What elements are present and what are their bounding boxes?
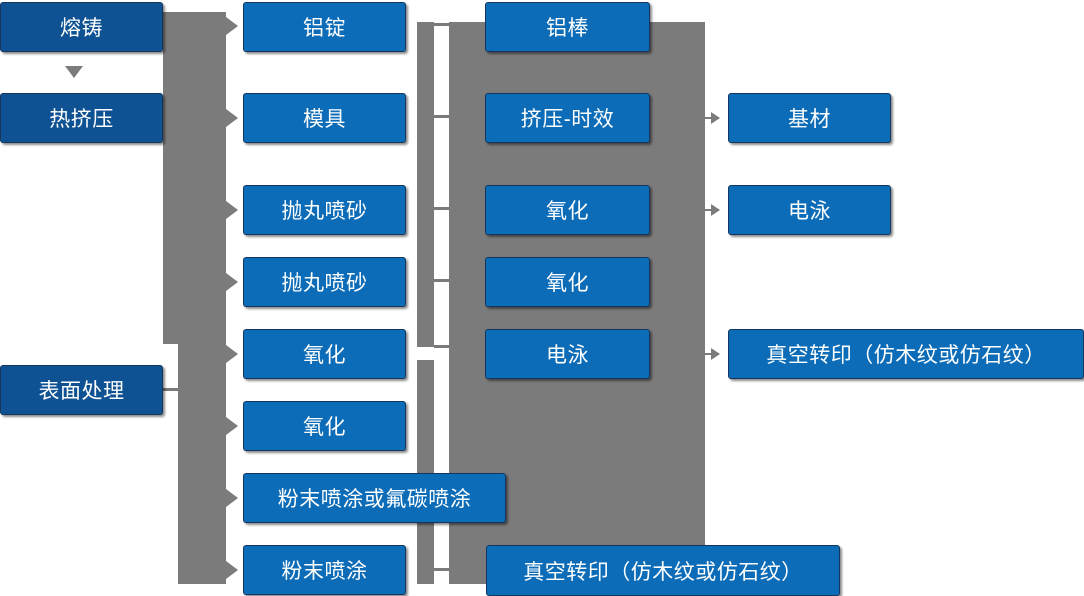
process-box-zhenkongzhuanyin[interactable]: 真空转印（仿木纹或仿石纹）	[486, 545, 840, 596]
stub-stage-3	[163, 388, 189, 391]
output-label: 电泳	[788, 200, 831, 223]
process-label: 挤压-时效	[520, 108, 615, 131]
stage-box-biaomianchuli[interactable]: 表面处理	[0, 365, 163, 415]
material-box-paowanpensha-2[interactable]: 抛丸喷砂	[243, 257, 406, 307]
process-label: 氧化	[546, 200, 589, 223]
process-label: 氧化	[546, 272, 589, 295]
arrow-head-out-3	[711, 348, 720, 360]
process-label: 真空转印（仿木纹或仿石纹）	[523, 560, 803, 584]
stub-mat-4	[434, 279, 452, 282]
material-box-paowanpensha-1[interactable]: 抛丸喷砂	[243, 185, 406, 235]
material-box-yanghua-1[interactable]: 氧化	[243, 329, 406, 379]
connector-bar-materials-lower	[417, 360, 434, 584]
connector-bar-materials	[417, 22, 434, 347]
material-label: 粉末喷涂或氟碳喷涂	[277, 488, 472, 511]
process-box-yanghua-2[interactable]: 氧化	[485, 257, 650, 307]
process-box-jiya-shixiao[interactable]: 挤压-时效	[485, 93, 650, 143]
stage-box-rejiya[interactable]: 热挤压	[0, 93, 163, 143]
arrow-to-mat-1	[226, 17, 238, 35]
arrow-to-mat-3	[226, 201, 238, 219]
stage-box-rongzhu[interactable]: 熔铸	[0, 2, 163, 52]
process-box-dianyong[interactable]: 电泳	[485, 329, 650, 379]
process-box-lubang[interactable]: 铝棒	[485, 2, 650, 52]
arrow-to-mat-6	[226, 417, 238, 435]
material-label: 铝锭	[303, 17, 346, 40]
stub-mat-8	[434, 568, 452, 571]
output-box-jicai[interactable]: 基材	[728, 93, 891, 143]
material-box-ludng[interactable]: 铝锭	[243, 2, 406, 52]
material-box-fenmopentu[interactable]: 粉末喷涂	[243, 545, 406, 595]
arrow-to-mat-4	[226, 273, 238, 291]
material-label: 抛丸喷砂	[281, 200, 368, 223]
material-label: 氧化	[303, 344, 346, 367]
stage-label: 热挤压	[49, 108, 114, 131]
output-label: 基材	[788, 108, 831, 131]
material-box-fenmopentu-futan[interactable]: 粉末喷涂或氟碳喷涂	[243, 473, 506, 523]
stub-mat-1	[417, 23, 449, 26]
process-label: 电泳	[546, 344, 589, 367]
arrow-to-mat-7	[226, 489, 238, 507]
output-box-dianyong[interactable]: 电泳	[728, 185, 891, 235]
material-box-yanghua-2[interactable]: 氧化	[243, 401, 406, 451]
arrow-to-mat-5	[226, 345, 238, 363]
arrow-head-out-1	[711, 112, 720, 124]
connector-block-stages-upper	[163, 12, 226, 344]
output-label: 真空转印（仿木纹或仿石纹）	[766, 344, 1046, 367]
material-label: 抛丸喷砂	[281, 272, 368, 295]
arrow-down-to-stage-2	[65, 66, 83, 78]
output-box-zhenkongzhuanyin[interactable]: 真空转印（仿木纹或仿石纹）	[728, 329, 1084, 379]
stub-mat-3	[434, 207, 452, 210]
material-label: 模具	[303, 108, 346, 131]
arrow-to-mat-2	[226, 109, 238, 127]
material-label: 氧化	[303, 416, 346, 439]
stage-label: 表面处理	[38, 380, 125, 403]
process-label: 铝棒	[546, 17, 589, 40]
arrow-to-mat-8	[226, 561, 238, 579]
arrow-head-out-2	[711, 204, 720, 216]
material-box-muju[interactable]: 模具	[243, 93, 406, 143]
process-box-yanghua-1[interactable]: 氧化	[485, 185, 650, 235]
stub-mat-2	[434, 115, 452, 118]
stub-mat-5	[434, 345, 452, 348]
material-label: 粉末喷涂	[281, 560, 368, 583]
stage-label: 熔铸	[60, 17, 103, 40]
